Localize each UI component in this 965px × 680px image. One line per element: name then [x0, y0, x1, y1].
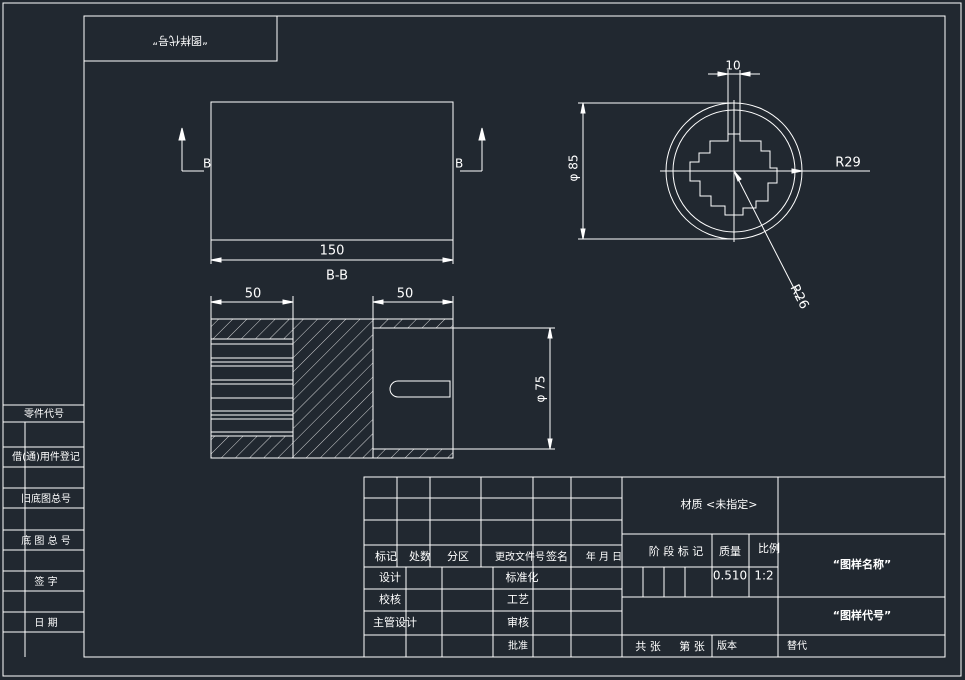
role-chief-design: 主管设计: [373, 615, 417, 629]
header-mark: 标记: [375, 549, 397, 563]
mass-value: 0.510: [713, 569, 747, 583]
section-left-dimension: 50: [245, 287, 262, 302]
section-title: B-B: [326, 269, 348, 284]
role-design: 设计: [379, 571, 401, 584]
label-standardization: 标准化: [506, 570, 539, 584]
inner-radius-dimension: R26: [787, 282, 812, 312]
top-left-code-box: “图样代号”: [83, 15, 278, 62]
header-count: 处数: [409, 550, 431, 563]
section-view: [210, 296, 555, 459]
sheet-number: 第 张: [679, 639, 705, 653]
end-diameter-dimension: φ 85: [567, 155, 581, 182]
label-process: 工艺: [507, 593, 529, 606]
label-approve: 批准: [508, 639, 528, 652]
header-change-doc: 更改文件号: [495, 550, 545, 563]
drawing-code: “图样代号”: [833, 608, 891, 622]
front-view: [178, 101, 486, 264]
outer-radius-dimension: R29: [835, 156, 861, 171]
section-right-dimension: 50: [397, 287, 414, 302]
left-strip-label-part-code: 零件代号: [24, 408, 64, 420]
mass-label: 质量: [719, 545, 741, 558]
replace-label: 替代: [787, 639, 807, 652]
left-strip-label-borrowed-register: 借(通)用件登记: [12, 450, 80, 463]
end-view: [578, 70, 870, 301]
scale-label: 比例: [758, 541, 780, 555]
header-signature: 签名: [546, 549, 568, 563]
header-zone: 分区: [447, 550, 469, 563]
version-label: 版本: [717, 639, 737, 652]
section-label-right: B: [455, 157, 463, 171]
material-label: 材质 <未指定>: [681, 497, 758, 511]
top-left-code-text: “图样代号”: [152, 34, 207, 48]
section-diameter-dimension: φ 75: [534, 376, 548, 403]
sheets-total: 共 张: [635, 640, 661, 653]
front-width-dimension: 150: [320, 244, 345, 259]
role-check: 校核: [379, 592, 401, 606]
left-strip: 零件代号 借(通)用件登记 旧底图总号 底 图 总 号 签 字 日 期: [3, 404, 84, 657]
left-strip-label-base-number: 底 图 总 号: [21, 534, 71, 547]
title-block-grid: [363, 476, 946, 658]
left-strip-label-old-base-number: 旧底图总号: [21, 492, 71, 505]
label-review: 审核: [507, 615, 529, 629]
header-date: 年 月 日: [586, 550, 622, 563]
stage-mark-label: 阶 段 标 记: [649, 544, 704, 558]
left-strip-label-date: 日 期: [34, 617, 57, 629]
section-label-left: B: [203, 157, 211, 171]
left-strip-label-signature: 签 字: [34, 575, 57, 588]
key-width-dimension: 10: [725, 59, 740, 73]
drawing-name: “图样名称”: [833, 557, 891, 571]
scale-value: 1:2: [754, 569, 773, 583]
